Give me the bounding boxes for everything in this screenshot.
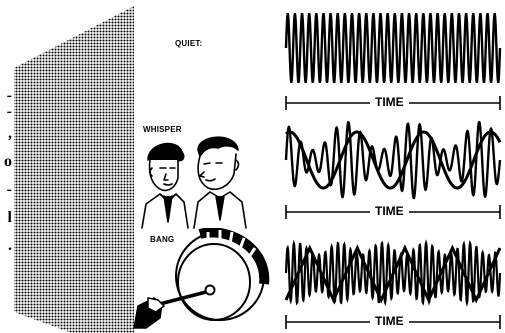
bang-label: BANG <box>150 235 175 244</box>
cropped-text-margin: - - , o - l . <box>0 88 12 268</box>
bang-time-label: TIME <box>370 314 409 328</box>
quiet-waveform <box>284 12 502 84</box>
margin-glyph: - <box>6 103 12 120</box>
bang-sawtooth-line <box>284 244 502 304</box>
quiet-tone-line <box>284 12 502 84</box>
whisper-time-label: TIME <box>370 204 409 218</box>
halftone-panel <box>14 6 134 333</box>
whisper-waveform <box>284 120 502 200</box>
whisper-illustration <box>141 136 247 229</box>
whisper-carrier-line <box>284 120 502 200</box>
whisper-label: WHISPER <box>143 125 182 134</box>
margin-glyph: . <box>8 237 12 254</box>
margin-glyph: - <box>6 181 12 198</box>
margin-glyph: - <box>6 87 12 104</box>
quiet-label: QUIET: <box>175 39 203 48</box>
margin-glyph: l <box>7 209 12 226</box>
waveform-panels <box>284 12 502 329</box>
quiet-time-label: TIME <box>370 95 409 109</box>
bang-waveform <box>284 239 502 307</box>
margin-glyph: , <box>8 125 12 142</box>
margin-glyph: o <box>4 153 12 170</box>
whisper-envelope-line <box>284 130 502 190</box>
drum-illustration <box>133 228 270 329</box>
